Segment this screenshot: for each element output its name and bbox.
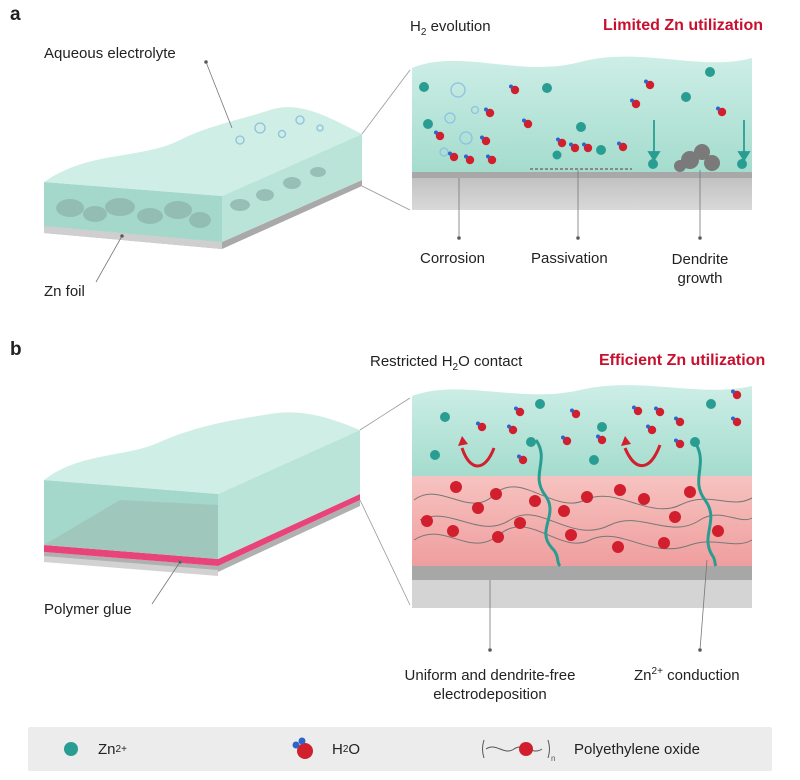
panel-a-zoom [412,56,752,210]
zn-conduction-label: Zn2+ conduction [634,666,740,684]
zn-foil-label: Zn foil [44,283,85,300]
dendrite-line-1: Dendrite [671,251,729,268]
legend-peo-text: Polyethylene oxide [574,740,700,758]
zn-ion-icon [64,742,78,756]
legend-zn-text: Zn [98,740,116,758]
panel-b-block [44,412,360,576]
dendrite-growth-label: Dendrite growth [660,250,740,288]
passivation-label: Passivation [531,250,608,267]
restricted-contact-label: Restricted H2O contact [370,353,523,373]
corrosion-label: Corrosion [420,250,486,267]
dendrite-line-2: growth [677,270,723,287]
aqueous-electrolyte-label: Aqueous electrolyte [44,45,176,62]
uniform-line-2: electrodeposition [433,686,547,703]
legend-h2o-suffix: O [348,740,361,758]
water-molecule-icon [292,737,313,759]
uniform-line-1: Uniform and dendrite-free [404,667,576,684]
legend-h2o-sub: 2 [342,743,349,755]
polyethylene-oxide-icon: n [482,739,555,763]
uniform-electrodeposition-label: Uniform and dendrite-free electrodeposit… [385,666,595,704]
legend-h2o-text: H [332,740,343,758]
peo-n-subscript: n [551,754,555,763]
legend-peo: n Polyethylene oxide [480,727,700,771]
panel-a-title: Limited Zn utilization [603,17,763,34]
legend-zn-sup: 2+ [115,743,127,755]
panel-a-letter: a [10,4,21,25]
panel-b-zoom [412,385,753,608]
panel-a-block [44,107,362,249]
panel-b-title: Efficient Zn utilization [599,352,766,369]
panel-b-letter: b [10,339,22,360]
h2-evolution-label: H2 evolution [410,18,491,38]
polymer-glue-label: Polymer glue [44,601,132,618]
